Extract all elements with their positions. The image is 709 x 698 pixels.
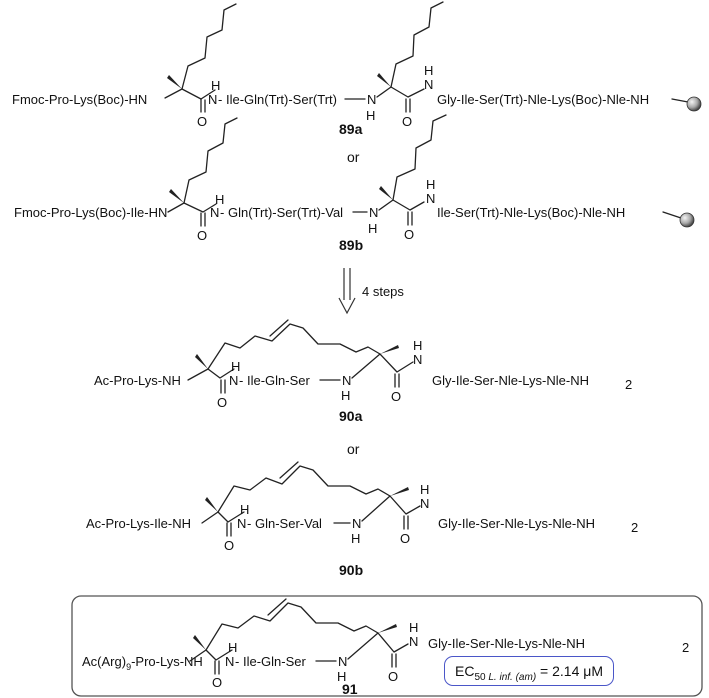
90b-h-3: H <box>420 482 429 497</box>
91-n-2: N <box>338 654 347 669</box>
89b-right-chain: Ile-Ser(Trt)-Nle-Lys(Boc)-Nle-NH <box>437 205 625 220</box>
89a-mid-chain: Ile-Gln(Trt)-Ser(Trt) <box>226 92 337 107</box>
89b-h-2: H <box>368 221 377 236</box>
91-mid-chain: Ile-Gln-Ser <box>243 654 307 669</box>
90b-o-1: O <box>224 538 234 553</box>
90b-nh2-subscript: 2 <box>631 520 638 535</box>
91-h-2: H <box>337 669 346 684</box>
91-left-chain: Ac(Arg)9-Pro-Lys-NH <box>82 654 203 672</box>
or-text-1: or <box>347 149 360 165</box>
89b-o-1: O <box>197 228 207 243</box>
89b-left-chain: Fmoc-Pro-Lys(Boc)-Ile-HN <box>14 205 167 220</box>
91-dash-1: - <box>235 654 239 669</box>
91-o-1: O <box>212 675 222 690</box>
90a-o-2: O <box>391 389 401 404</box>
89a-o-2: O <box>402 114 412 129</box>
89a-n-3: N <box>424 77 433 92</box>
89b-n-1: N <box>210 205 219 220</box>
89a-n-2: N <box>367 92 376 107</box>
90b-n-1: N <box>237 516 246 531</box>
90b-n-2: N <box>352 516 361 531</box>
91-nh2-subscript: 2 <box>682 640 689 655</box>
reaction-arrow: 4 steps <box>338 268 404 315</box>
89a-h-1: H <box>211 78 220 93</box>
90a-o-1: O <box>217 395 227 410</box>
90a-h-2: H <box>341 388 350 403</box>
90b-mid-chain: Gln-Ser-Val <box>255 516 322 531</box>
89b-h-3: H <box>426 177 435 192</box>
resin-bead-icon <box>686 96 702 112</box>
89b-o-2: O <box>404 227 414 242</box>
90b-o-2: O <box>400 531 410 546</box>
89a-dash-1: - <box>218 92 222 107</box>
compound-89b: Fmoc-Pro-Lys(Boc)-Ile-HN O H N - Gln(Trt… <box>14 114 695 253</box>
90a-n-2: N <box>342 373 351 388</box>
90b-n-3: N <box>420 496 429 511</box>
90a-right-chain: Gly-Ile-Ser-Nle-Lys-Nle-NH <box>432 373 589 388</box>
91-right-chain: Gly-Ile-Ser-Nle-Lys-Nle-NH <box>428 636 585 651</box>
90a-dash-1: - <box>239 373 243 388</box>
91-n-1: N <box>225 654 234 669</box>
89a-o-1: O <box>197 114 207 129</box>
90a-n-3: N <box>413 352 422 367</box>
89a-h-2: H <box>366 108 375 123</box>
ec50-subscript: 50 L. inf. (am) <box>474 671 537 683</box>
90b-right-chain: Gly-Ile-Ser-Nle-Lys-Nle-NH <box>438 516 595 531</box>
89b-mid-chain: Gln(Trt)-Ser(Trt)-Val <box>228 205 343 220</box>
91-o-2: O <box>388 669 398 684</box>
89a-h-3: H <box>424 63 433 78</box>
90b-dash-1: - <box>247 516 251 531</box>
89a-right-chain: Gly-Ile-Ser(Trt)-Nle-Lys(Boc)-Nle-NH <box>437 92 649 107</box>
90b-h-1: H <box>240 502 249 517</box>
89b-label: 89b <box>339 237 363 253</box>
89b-dash-1: - <box>220 205 224 220</box>
90b-label: 90b <box>339 562 363 578</box>
compound-90a: Ac-Pro-Lys-NH O H N - Ile-Gln-Ser N H O … <box>94 319 632 424</box>
89b-n-2: N <box>369 205 378 220</box>
89a-n-1: N <box>208 92 217 107</box>
89a-left-chain: Fmoc-Pro-Lys(Boc)-HN <box>12 92 147 107</box>
compound-91-frame <box>71 595 703 697</box>
91-n-3: N <box>409 634 418 649</box>
91-h-1: H <box>228 640 237 655</box>
90a-mid-chain: Ile-Gln-Ser <box>247 373 311 388</box>
compound-89a: Fmoc-Pro-Lys(Boc)-HN O H N - Ile-Gln(Trt… <box>12 1 702 137</box>
90a-label: 90a <box>339 408 363 424</box>
arrow-label: 4 steps <box>362 284 404 299</box>
ec50-prefix: EC <box>455 663 475 679</box>
ec50-badge: EC50 L. inf. (am) = 2.14 μM <box>444 656 614 686</box>
89b-h-1: H <box>215 192 224 207</box>
91-label: 91 <box>342 681 358 697</box>
90a-nh2-subscript: 2 <box>625 377 632 392</box>
resin-bead-icon <box>679 212 695 228</box>
90a-h-3: H <box>413 338 422 353</box>
89a-label: 89a <box>339 121 363 137</box>
91-h-3: H <box>409 620 418 635</box>
90a-n-1: N <box>229 373 238 388</box>
90a-h-1: H <box>231 359 240 374</box>
90b-left-chain: Ac-Pro-Lys-Ile-NH <box>86 516 191 531</box>
ec50-value: = 2.14 μM <box>540 663 603 679</box>
compound-91: Ac(Arg)9-Pro-Lys-NH O H N - Ile-Gln-Ser … <box>82 598 689 697</box>
compound-90b: Ac-Pro-Lys-Ile-NH O H N - Gln-Ser-Val N … <box>86 461 638 578</box>
90a-left-chain: Ac-Pro-Lys-NH <box>94 373 181 388</box>
90b-h-2: H <box>351 531 360 546</box>
or-text-2: or <box>347 441 360 457</box>
89b-n-3: N <box>426 191 435 206</box>
